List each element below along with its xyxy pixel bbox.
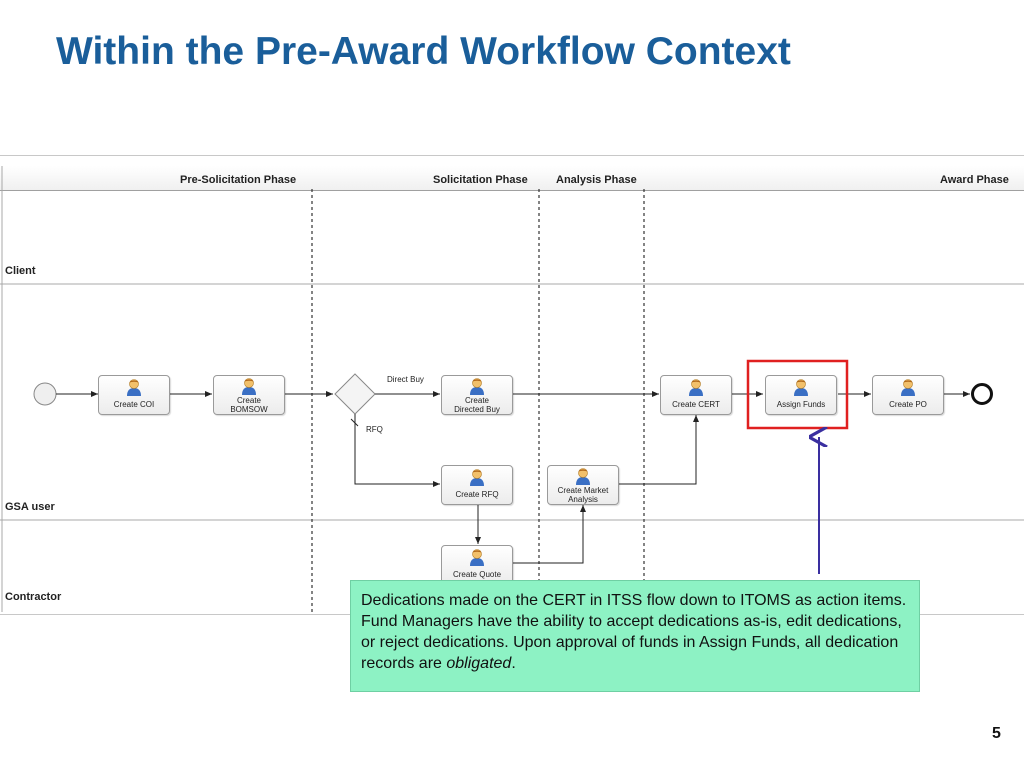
task-label: Assign Funds xyxy=(776,400,826,409)
end-event xyxy=(971,383,993,405)
user-task-icon xyxy=(470,549,484,566)
task-label: Create Quote xyxy=(452,570,502,579)
user-task-icon xyxy=(470,378,484,395)
user-task-icon xyxy=(576,468,590,485)
task-label-line-2: Directed Buy xyxy=(454,405,500,414)
start-event xyxy=(33,382,57,406)
user-task-icon xyxy=(470,469,484,486)
task-create-directed-buy[interactable]: Create Directed Buy xyxy=(441,375,513,415)
task-create-quote[interactable]: Create Quote xyxy=(441,545,513,585)
lane-label-client: Client xyxy=(5,265,36,277)
phase-label-pre-solicitation: Pre-Solicitation Phase xyxy=(180,174,297,186)
task-create-rfq[interactable]: Create RFQ xyxy=(441,465,513,505)
task-create-market-analysis[interactable]: Create Market Analysis xyxy=(547,465,619,505)
phase-header-bar xyxy=(0,166,1024,191)
task-create-bomsow[interactable]: Create BOMSOW xyxy=(213,375,285,415)
task-create-po[interactable]: Create PO xyxy=(872,375,944,415)
edge-label-rfq: RFQ xyxy=(366,425,383,434)
lane-label-contractor: Contractor xyxy=(5,591,62,603)
phase-label-solicitation: Solicitation Phase xyxy=(433,174,528,186)
phase-label-award: Award Phase xyxy=(940,174,1009,186)
task-label-line-2: BOMSOW xyxy=(230,405,268,414)
page-number: 5 xyxy=(992,725,1001,742)
task-label-line-1: Create Market xyxy=(557,486,609,495)
task-label: Create Directed Buy xyxy=(442,396,512,414)
phase-label-analysis: Analysis Phase xyxy=(556,174,637,186)
user-task-icon xyxy=(794,379,808,396)
task-assign-funds[interactable]: Assign Funds xyxy=(765,375,837,415)
slide-title: Within the Pre-Award Workflow Context xyxy=(56,30,791,73)
user-task-icon xyxy=(127,379,141,396)
task-create-coi[interactable]: Create COI xyxy=(98,375,170,415)
task-label: Create BOMSOW xyxy=(214,396,284,414)
task-label: Create RFQ xyxy=(455,490,499,499)
assign-funds-highlight xyxy=(746,359,849,430)
task-label: Create CERT xyxy=(672,400,720,409)
user-task-icon xyxy=(689,379,703,396)
lane-label-gsa-user: GSA user xyxy=(5,501,55,513)
task-label: Create PO xyxy=(889,400,927,409)
task-label-line-1: Create xyxy=(464,396,489,405)
user-task-icon xyxy=(242,378,256,395)
decision-gateway xyxy=(334,373,376,415)
callout-text: Dedications made on the CERT in ITSS flo… xyxy=(361,592,907,672)
task-label: Create Market Analysis xyxy=(548,486,618,504)
user-task-icon xyxy=(901,379,915,396)
callout-emphasis: obligated xyxy=(446,655,512,672)
callout-text-end: . xyxy=(511,655,516,672)
edge-label-direct-buy: Direct Buy xyxy=(387,375,424,384)
task-label-line-2: Analysis xyxy=(568,495,598,504)
task-label: Create COI xyxy=(113,400,155,409)
task-label-line-1: Create xyxy=(236,396,261,405)
task-create-cert[interactable]: Create CERT xyxy=(660,375,732,415)
callout-note: Dedications made on the CERT in ITSS flo… xyxy=(350,580,920,692)
